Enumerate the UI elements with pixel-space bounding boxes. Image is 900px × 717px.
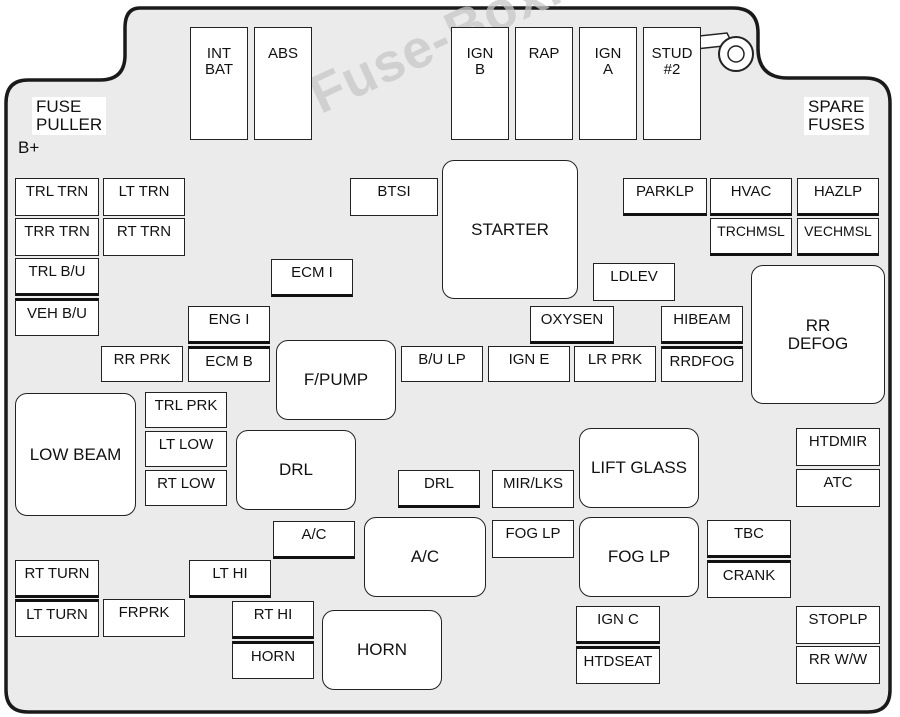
relay-lift-glass: LIFT GLASS: [579, 428, 699, 508]
spare-fuses-label: SPARE FUSES: [804, 97, 869, 135]
fuse-rr-prk: RR PRK: [101, 346, 183, 382]
relay-horn: HORN: [322, 610, 442, 690]
fuse-crank: CRANK: [707, 560, 791, 598]
fuse-trl-trn: TRL TRN: [15, 178, 99, 216]
fuse-ecm-i: ECM I: [271, 259, 353, 297]
fuse-hvac: HVAC: [710, 178, 792, 216]
fuse-abs: ABS: [254, 27, 312, 140]
fuse-trr-trn: TRR TRN: [15, 218, 99, 256]
fuse-ecm-b: ECM B: [188, 346, 270, 382]
fuse-ign-c: IGN C: [576, 606, 660, 644]
fuse-btsi: BTSI: [350, 178, 438, 216]
fuse-tbc: TBC: [707, 520, 791, 558]
fuse-htdmir: HTDMIR: [796, 428, 880, 466]
fuse-trl-prk: TRL PRK: [145, 392, 227, 428]
fuse-oxysen: OXYSEN: [530, 306, 614, 344]
relay-drl: DRL: [236, 430, 356, 510]
fuse-trchmsl: TRCHMSL: [710, 218, 792, 256]
fuse-ign-a: IGN A: [579, 27, 637, 140]
fuse-rt-hi: RT HI: [232, 601, 314, 639]
fuse-drl: DRL: [398, 470, 480, 508]
fuse-atc: ATC: [796, 469, 880, 507]
relay-f-pump: F/PUMP: [276, 340, 396, 420]
fuse-ign-b: IGN B: [451, 27, 509, 140]
fuse-fog-lp: FOG LP: [492, 520, 574, 558]
relay-low-beam: LOW BEAM: [15, 393, 136, 516]
fuse-eng-i: ENG I: [188, 306, 270, 344]
relay-starter: STARTER: [442, 160, 578, 299]
fuse-int-bat: INT BAT: [190, 27, 248, 140]
fuse-veh-bu: VEH B/U: [15, 298, 99, 336]
fuse-stoplp: STOPLP: [796, 606, 880, 644]
fuse-rt-low: RT LOW: [145, 470, 227, 506]
fuse-ign-e: IGN E: [488, 346, 570, 382]
fuse-mir-lks: MIR/LKS: [492, 470, 574, 508]
fuse-rt-trn: RT TRN: [103, 218, 185, 256]
fuse-lt-turn: LT TURN: [15, 599, 99, 637]
fuse-rt-turn: RT TURN: [15, 560, 99, 598]
fuse-parklp: PARKLP: [623, 178, 707, 216]
fuse-lt-trn: LT TRN: [103, 178, 185, 216]
fuse-rap: RAP: [515, 27, 573, 140]
fuse-trl-bu: TRL B/U: [15, 258, 99, 296]
fuse-ldlev: LDLEV: [593, 263, 675, 301]
fuse-bu-lp: B/U LP: [401, 346, 483, 382]
fuse-hibeam: HIBEAM: [661, 306, 743, 344]
relay-ac: A/C: [364, 517, 486, 597]
fuse-rrdfog: RRDFOG: [661, 346, 743, 382]
fuse-vechmsl: VECHMSL: [797, 218, 879, 256]
fuse-frprk: FRPRK: [103, 599, 185, 637]
fuse-lt-hi: LT HI: [189, 560, 271, 598]
fuse-ac: A/C: [273, 521, 355, 559]
fuse-lr-prk: LR PRK: [574, 346, 656, 382]
fuse-stud-2: STUD #2: [643, 27, 701, 140]
fuse-puller-label: FUSE PULLER: [32, 97, 107, 135]
fuse-htdseat: HTDSEAT: [576, 646, 660, 684]
relay-rr-defog: RR DEFOG: [751, 265, 885, 404]
stud-bolt-inner: [727, 45, 745, 63]
fuse-lt-low: LT LOW: [145, 431, 227, 467]
fuse-horn: HORN: [232, 641, 314, 679]
b-plus-label: B+: [18, 138, 40, 157]
relay-fog-lp: FOG LP: [579, 517, 699, 597]
fuse-rr-ww: RR W/W: [796, 646, 880, 684]
fuse-hazlp: HAZLP: [797, 178, 879, 216]
